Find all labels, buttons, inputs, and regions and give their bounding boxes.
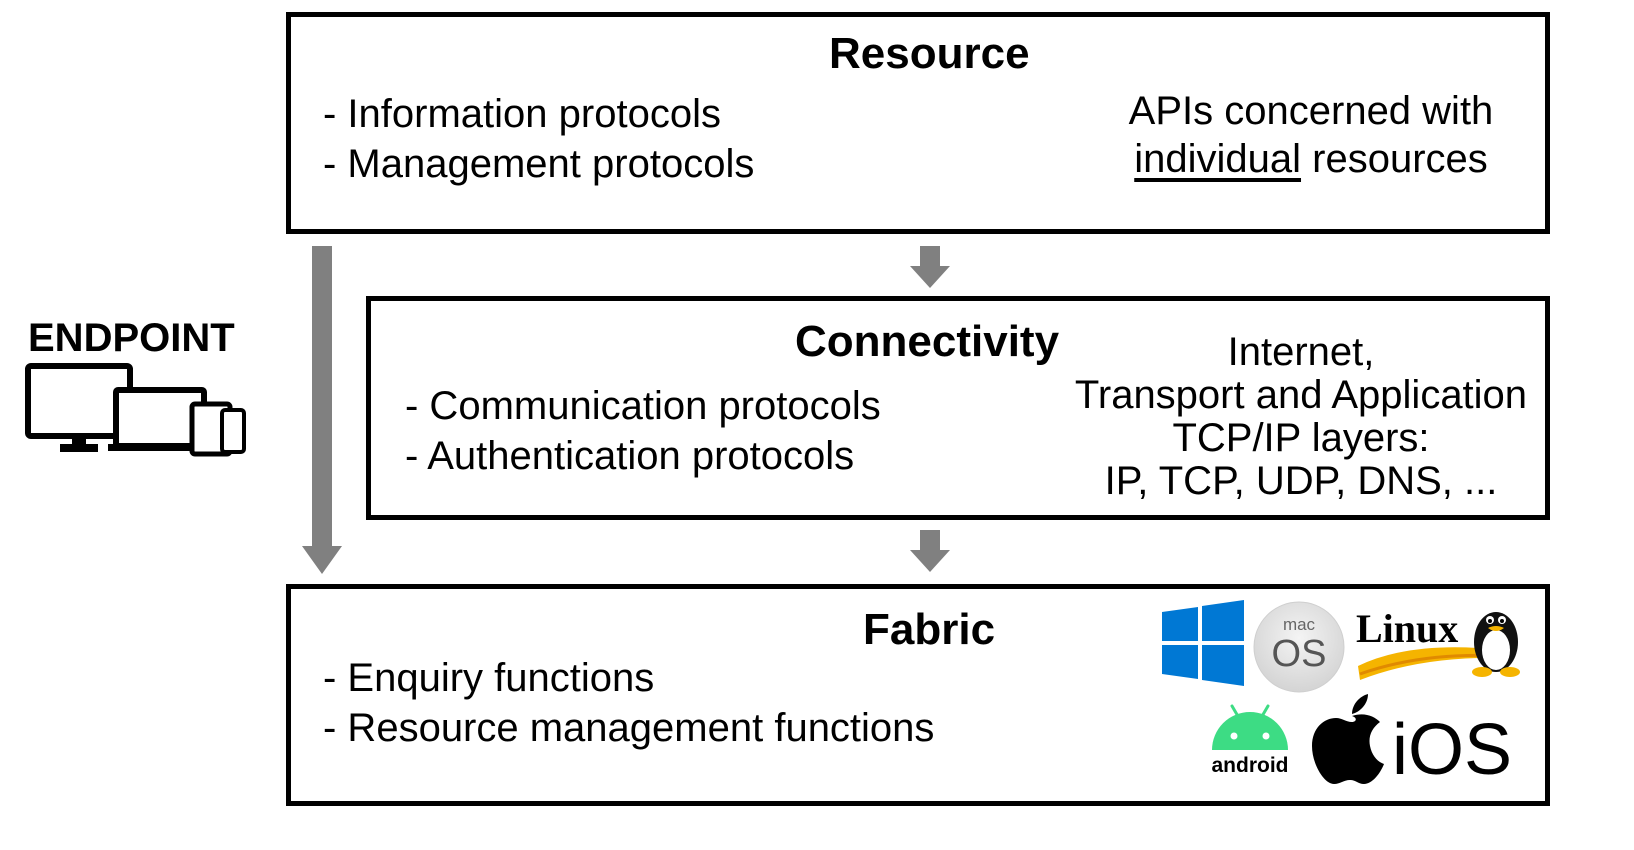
- connectivity-note-line: Internet,: [1227, 330, 1375, 374]
- windows-logo-icon: [1162, 600, 1244, 686]
- resource-note-underlined: individual: [1134, 137, 1302, 181]
- devices-icon: [25, 363, 246, 457]
- resource-note: APIs concerned with individual resources: [1121, 87, 1501, 183]
- fabric-title: Fabric: [863, 605, 996, 654]
- connectivity-note-line: IP, TCP, UDP, DNS, ...: [1104, 459, 1498, 503]
- resource-note-line: APIs concerned with: [1128, 89, 1494, 133]
- macos-logo-small-text: mac: [1283, 615, 1316, 634]
- ios-logo-text: iOS: [1392, 710, 1512, 790]
- resource-note-rest: resources: [1301, 137, 1488, 181]
- linux-logo-text: Linux: [1356, 606, 1458, 651]
- connectivity-note-line: Transport and Application: [1074, 373, 1528, 417]
- android-logo-text: android: [1212, 754, 1289, 777]
- android-logo-icon: android: [1212, 704, 1289, 777]
- fabric-item: - Resource management functions: [323, 706, 935, 750]
- connectivity-item: - Authentication protocols: [405, 434, 855, 478]
- endpoint-to-fabric-arrow: [302, 246, 342, 574]
- connectivity-note-line: TCP/IP layers:: [1172, 416, 1430, 460]
- connectivity-items: - Communication protocols - Authenticati…: [405, 381, 881, 481]
- connectivity-to-fabric-arrow: [910, 530, 950, 572]
- resource-item: - Information protocols: [323, 92, 721, 136]
- resource-item: - Management protocols: [323, 142, 755, 186]
- macos-logo-icon: mac OS: [1253, 601, 1345, 693]
- connectivity-note: Internet, Transport and Application TCP/…: [1061, 331, 1541, 503]
- resource-to-connectivity-arrow: [910, 246, 950, 288]
- fabric-item: - Enquiry functions: [323, 656, 655, 700]
- fabric-items: - Enquiry functions - Resource managemen…: [323, 653, 934, 753]
- macos-logo-big-text: OS: [1272, 633, 1327, 675]
- resource-note-line: individual resources: [1121, 135, 1501, 183]
- connectivity-layer-box: Connectivity - Communication protocols -…: [366, 296, 1550, 520]
- apple-ios-logo-icon: iOS: [1312, 694, 1512, 790]
- resource-title: Resource: [829, 29, 1030, 78]
- endpoint-label: ENDPOINT: [28, 316, 235, 360]
- resource-items: - Information protocols - Management pro…: [323, 89, 754, 189]
- connectivity-title: Connectivity: [795, 317, 1060, 366]
- connectivity-item: - Communication protocols: [405, 384, 881, 428]
- linux-logo-icon: Linux: [1356, 606, 1520, 680]
- resource-layer-box: Resource - Information protocols - Manag…: [286, 12, 1550, 234]
